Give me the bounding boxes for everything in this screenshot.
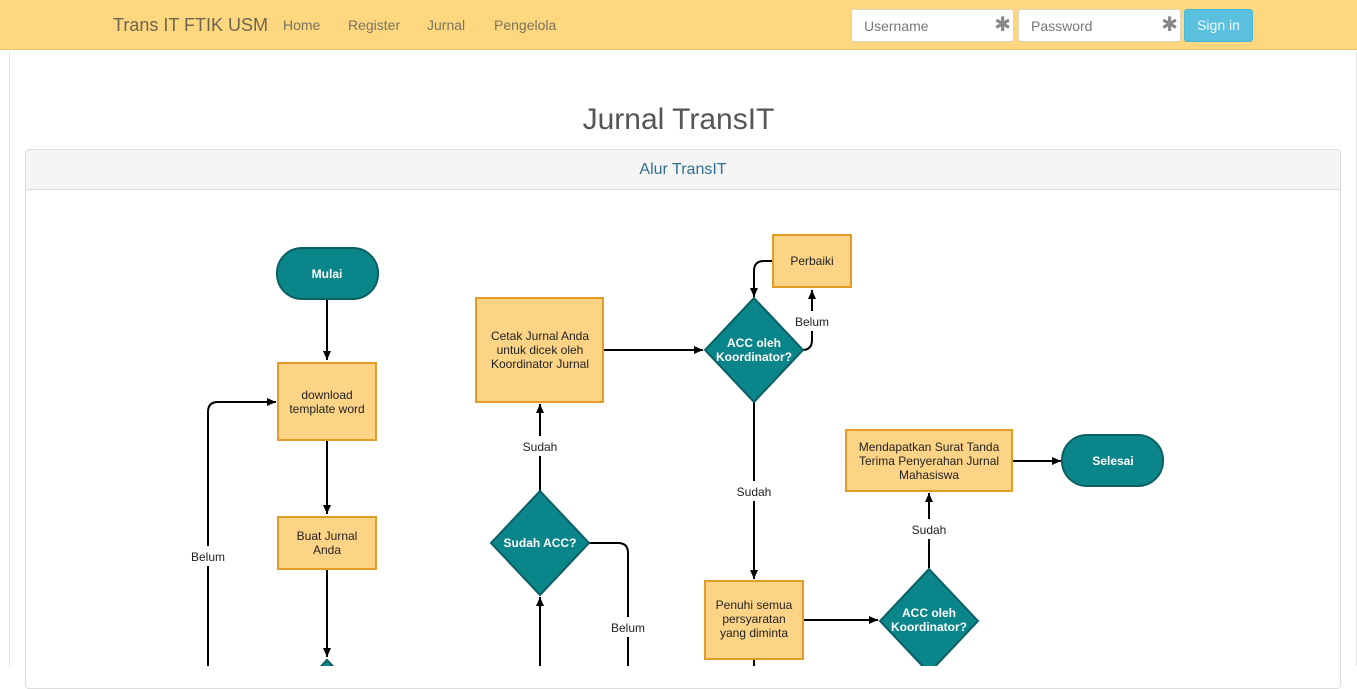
cetak-box	[475, 297, 604, 403]
required-icon: ✱	[1161, 14, 1178, 36]
page-title: Jurnal TransIT	[582, 103, 775, 136]
download-line-2: template word	[289, 402, 364, 416]
penuhi-line-2: persyaratan	[722, 612, 785, 626]
flow-panel: Alur TransIT	[25, 149, 1341, 689]
nav-jurnal[interactable]: Jurnal	[427, 17, 466, 33]
acc1-line-2: Koordinator?	[716, 350, 792, 364]
download-line-1: download	[301, 388, 352, 402]
perbaiki-box	[772, 234, 852, 288]
required-icon: ✱	[994, 14, 1011, 36]
download-box	[277, 362, 377, 441]
acc2-decision	[878, 567, 980, 666]
arrow-belum-mid	[588, 542, 629, 666]
flowchart: Belum Sudah Belum Belum Sudah Sudah Mula…	[186, 234, 1164, 666]
acc2-line-1: ACC oleh	[902, 606, 956, 620]
surat-line-2: Terima Penyerahan Jurnal	[859, 454, 999, 468]
arrow-belum-loop	[207, 398, 276, 666]
buat-box	[277, 516, 377, 570]
label-belum-mid: Belum	[611, 621, 645, 635]
nav-register[interactable]: Register	[348, 17, 401, 33]
sudah-acc-label: Sudah ACC?	[504, 536, 577, 550]
label-sudah-2: Sudah	[737, 485, 772, 499]
end-label: Selesai	[1092, 454, 1133, 468]
brand-link[interactable]: Trans IT FTIK USM	[113, 15, 269, 35]
username-input[interactable]	[852, 10, 994, 41]
acc1-decision	[703, 296, 805, 404]
edge-labels: Belum Sudah Belum Belum Sudah Sudah	[186, 311, 951, 637]
acc1-line-1: ACC oleh	[727, 336, 781, 350]
sign-in-button[interactable]: Sign in	[1184, 9, 1253, 42]
label-belum-left: Belum	[191, 550, 225, 564]
nav-home[interactable]: Home	[283, 17, 321, 33]
password-input[interactable]	[1019, 10, 1161, 41]
start-label: Mulai	[312, 267, 343, 281]
password-field: ✱	[1018, 9, 1181, 42]
start-node	[276, 247, 379, 300]
perbaiki-label: Perbaiki	[790, 254, 833, 268]
surat-line-3: Mahasiswa	[899, 468, 959, 482]
username-field: ✱	[851, 9, 1014, 42]
arrow-perbaiki-acc1	[750, 260, 773, 297]
panel-title: Alur TransIT	[26, 150, 1340, 190]
acc2-line-2: Koordinator?	[891, 620, 967, 634]
surat-line-1: Mendapatkan Surat Tanda	[859, 440, 1000, 454]
cetak-line-2: untuk dicek oleh	[497, 343, 584, 357]
label-belum-perbaiki: Belum	[795, 315, 829, 329]
buat-line-1: Buat Jurnal	[297, 529, 358, 543]
label-sudah-1: Sudah	[523, 440, 558, 454]
penuhi-line-3: yang diminta	[720, 626, 788, 640]
surat-box	[845, 429, 1013, 492]
nav-pengelola[interactable]: Pengelola	[494, 17, 557, 33]
sudah-acc-decision	[489, 489, 591, 597]
cetak-line-3: Koordinator Jurnal	[491, 357, 589, 371]
penuhi-line-1: Penuhi semua	[716, 598, 793, 612]
navbar: Trans IT FTIK USM Home Register Jurnal P…	[0, 0, 1357, 50]
penuhi-box	[704, 580, 804, 660]
partial-decision	[319, 658, 335, 666]
label-sudah-3: Sudah	[912, 523, 947, 537]
cetak-line-1: Cetak Jurnal Anda	[491, 329, 589, 343]
end-node	[1061, 434, 1164, 487]
buat-line-2: Anda	[313, 543, 341, 557]
